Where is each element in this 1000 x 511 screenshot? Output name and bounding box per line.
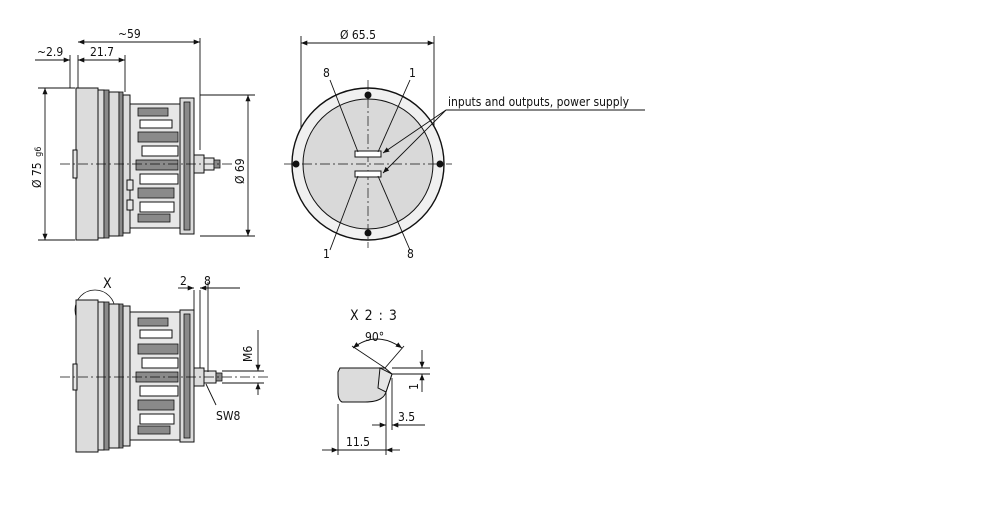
dim-outer-diameter: Ø 75 g6 <box>30 147 44 188</box>
detail-height: 1 <box>407 383 421 390</box>
dim-lower-a: 2 <box>180 274 187 288</box>
detail-offset: 3.5 <box>398 410 415 424</box>
dim-front-diameter: Ø 65.5 <box>340 28 376 42</box>
detail-marker-x: X <box>103 276 113 292</box>
dim-approx-total: ~59 <box>118 27 141 41</box>
dim-inner-diameter: Ø 69 <box>233 158 247 184</box>
dim-lower-b: 8 <box>204 274 211 288</box>
detail-angle: 90° <box>365 330 384 344</box>
detail-title: X 2 : 3 <box>350 308 398 324</box>
wrench-size: SW8 <box>216 409 241 423</box>
io-callout: inputs and outputs, power supply <box>448 95 630 109</box>
pin-label-bottom-right: 8 <box>407 247 414 261</box>
side-view: ~59 ~2.9 21.7 Ø 75 g6 Ø 69 <box>30 27 255 241</box>
lower-view: X 2 8 M6 <box>60 274 268 453</box>
pin-label-bottom-left: 1 <box>323 247 330 261</box>
dim-flange: ~2.9 <box>37 45 63 59</box>
pin-label-top-right: 1 <box>409 66 416 80</box>
dim-thread: M6 <box>241 346 255 362</box>
pin-label-top-left: 8 <box>323 66 330 80</box>
connector-slot-bottom <box>354 170 382 178</box>
front-view: Ø 65.5 8 1 1 8 inputs and outputs, power… <box>284 28 645 261</box>
dim-housing: 21.7 <box>90 45 114 59</box>
detail-view: X 2 : 3 90° 1 3.5 11.5 <box>322 308 430 455</box>
detail-length: 11.5 <box>346 435 370 449</box>
connector-slot-top <box>354 150 382 158</box>
